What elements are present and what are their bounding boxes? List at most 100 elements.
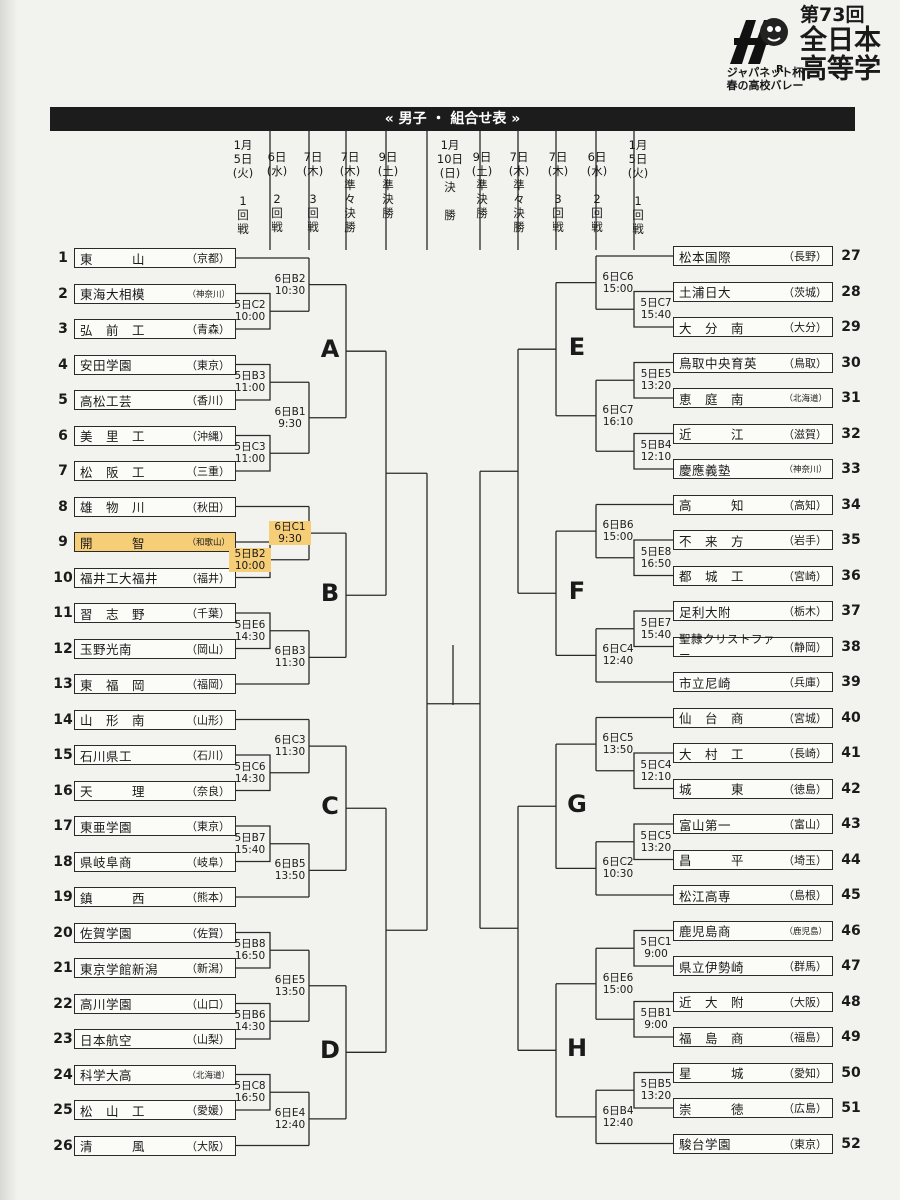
team-entry-right: 星 城（愛知） (673, 1062, 833, 1083)
team-entry-right: 土浦日大（茨城） (673, 281, 833, 302)
team-number: 48 (841, 993, 861, 1010)
team-name: 仙 台 商 (679, 711, 745, 726)
team-number: 25 (53, 1102, 73, 1118)
team-number: 51 (841, 1100, 861, 1116)
team-number: 23 (53, 1031, 73, 1047)
round-header-left-4: 7日(木)準々決勝 (339, 150, 361, 234)
team-number: 34 (841, 496, 861, 513)
round-header-left-5: 9日(土)準決勝 (377, 150, 399, 220)
team-prefecture: （静岡） (783, 640, 827, 654)
team-prefecture: （東京） (783, 1137, 827, 1151)
team-number: 7 (58, 463, 68, 479)
team-number: 49 (841, 1029, 861, 1045)
team-number: 44 (841, 851, 861, 868)
team-prefecture: （宮城） (783, 711, 827, 725)
team-prefecture: （岩手） (783, 534, 827, 547)
team-name: 鳥取中央育英 (679, 356, 758, 371)
block-label-E: E (568, 333, 586, 362)
team-number: 6 (58, 427, 68, 444)
team-entry-left: 安田学園（東京） (74, 354, 236, 375)
team-entry-right: 足利大附（栃木） (673, 601, 833, 621)
team-name: 安田学園 (80, 358, 133, 373)
team-number: 32 (841, 425, 861, 442)
team-number: 21 (53, 960, 73, 976)
team-entry-left: 東海大相模（神奈川） (74, 283, 236, 304)
team-entry-left: 東 山（京都） (74, 248, 236, 268)
team-prefecture: （沖縄） (186, 429, 230, 443)
team-name: 東 福 岡 (80, 677, 146, 693)
team-prefecture: （福岡） (186, 678, 230, 691)
block-label-F: F (568, 577, 586, 606)
team-prefecture: （三重） (186, 465, 230, 478)
team-prefecture: （岐阜） (186, 855, 230, 869)
team-number: 43 (841, 816, 861, 832)
tournament-logo-icon: R (730, 18, 788, 74)
team-entry-right: 恵 庭 南（北海道） (673, 388, 833, 408)
team-entry-right: 近 大 附（大阪） (673, 991, 833, 1012)
title-line-1: 全日本 (800, 25, 881, 56)
team-name: 石川県工 (80, 748, 133, 764)
block-label-D: D (320, 1036, 340, 1065)
team-entry-right: 鹿児島商（鹿児島） (673, 920, 833, 941)
team-entry-right: 松本国際（長野） (673, 246, 833, 266)
team-name: 崇 徳 (679, 1101, 745, 1117)
team-name: 市立尼崎 (679, 675, 732, 691)
team-prefecture: （北海道） (187, 1070, 230, 1081)
team-name: 駿台学園 (679, 1137, 732, 1152)
team-number: 45 (841, 887, 861, 903)
team-name: 慶應義塾 (679, 462, 732, 478)
team-name: 松江高専 (679, 888, 732, 904)
team-name: 天 理 (80, 784, 146, 799)
team-prefecture: （愛媛） (186, 1104, 230, 1117)
team-name: 大 分 南 (679, 320, 745, 336)
team-name: 高 知 (679, 498, 745, 513)
team-entry-left: 山 形 南 （山形） (74, 709, 236, 730)
team-entry-left: 開 智（和歌山） (74, 532, 236, 552)
team-number: 42 (841, 780, 861, 797)
team-prefecture: （宮崎） (783, 569, 827, 583)
team-number: 11 (53, 605, 73, 621)
team-prefecture: （山梨） (186, 1033, 230, 1046)
team-entry-left: 東京学館新潟（新潟） (74, 958, 236, 978)
team-entry-right: 高 知（高知） (673, 494, 833, 515)
team-number: 39 (841, 674, 861, 690)
team-entry-left: 弘 前 工（青森） (74, 319, 236, 339)
team-number: 15 (53, 747, 73, 763)
team-number: 47 (841, 958, 861, 974)
team-prefecture: （神奈川） (784, 465, 827, 475)
team-prefecture: （鳥取） (783, 356, 827, 370)
team-name: 不 来 方 (679, 533, 745, 549)
tournament-nickname: 春の高校バレー (726, 79, 804, 92)
team-entry-right: 昌 平（埼玉） (673, 849, 833, 870)
team-entry-left: 東亜学園（東京） (74, 816, 236, 836)
team-name: 高松工芸 (80, 393, 133, 409)
team-entry-right: 大 分 南（大分） (673, 317, 833, 337)
team-prefecture: （青森） (186, 323, 230, 336)
round-header-right-2: 7日(木)準々決勝 (508, 150, 530, 234)
team-name: 山 形 南 (80, 713, 146, 728)
team-prefecture: （秋田） (186, 500, 230, 514)
team-entry-left: 習 志 野（千葉） (74, 603, 236, 623)
team-prefecture: （広島） (783, 1102, 827, 1115)
team-name: 東海大相模 (80, 287, 146, 302)
team-name: 高川学園 (80, 997, 133, 1012)
team-prefecture: （山形） (186, 713, 230, 727)
